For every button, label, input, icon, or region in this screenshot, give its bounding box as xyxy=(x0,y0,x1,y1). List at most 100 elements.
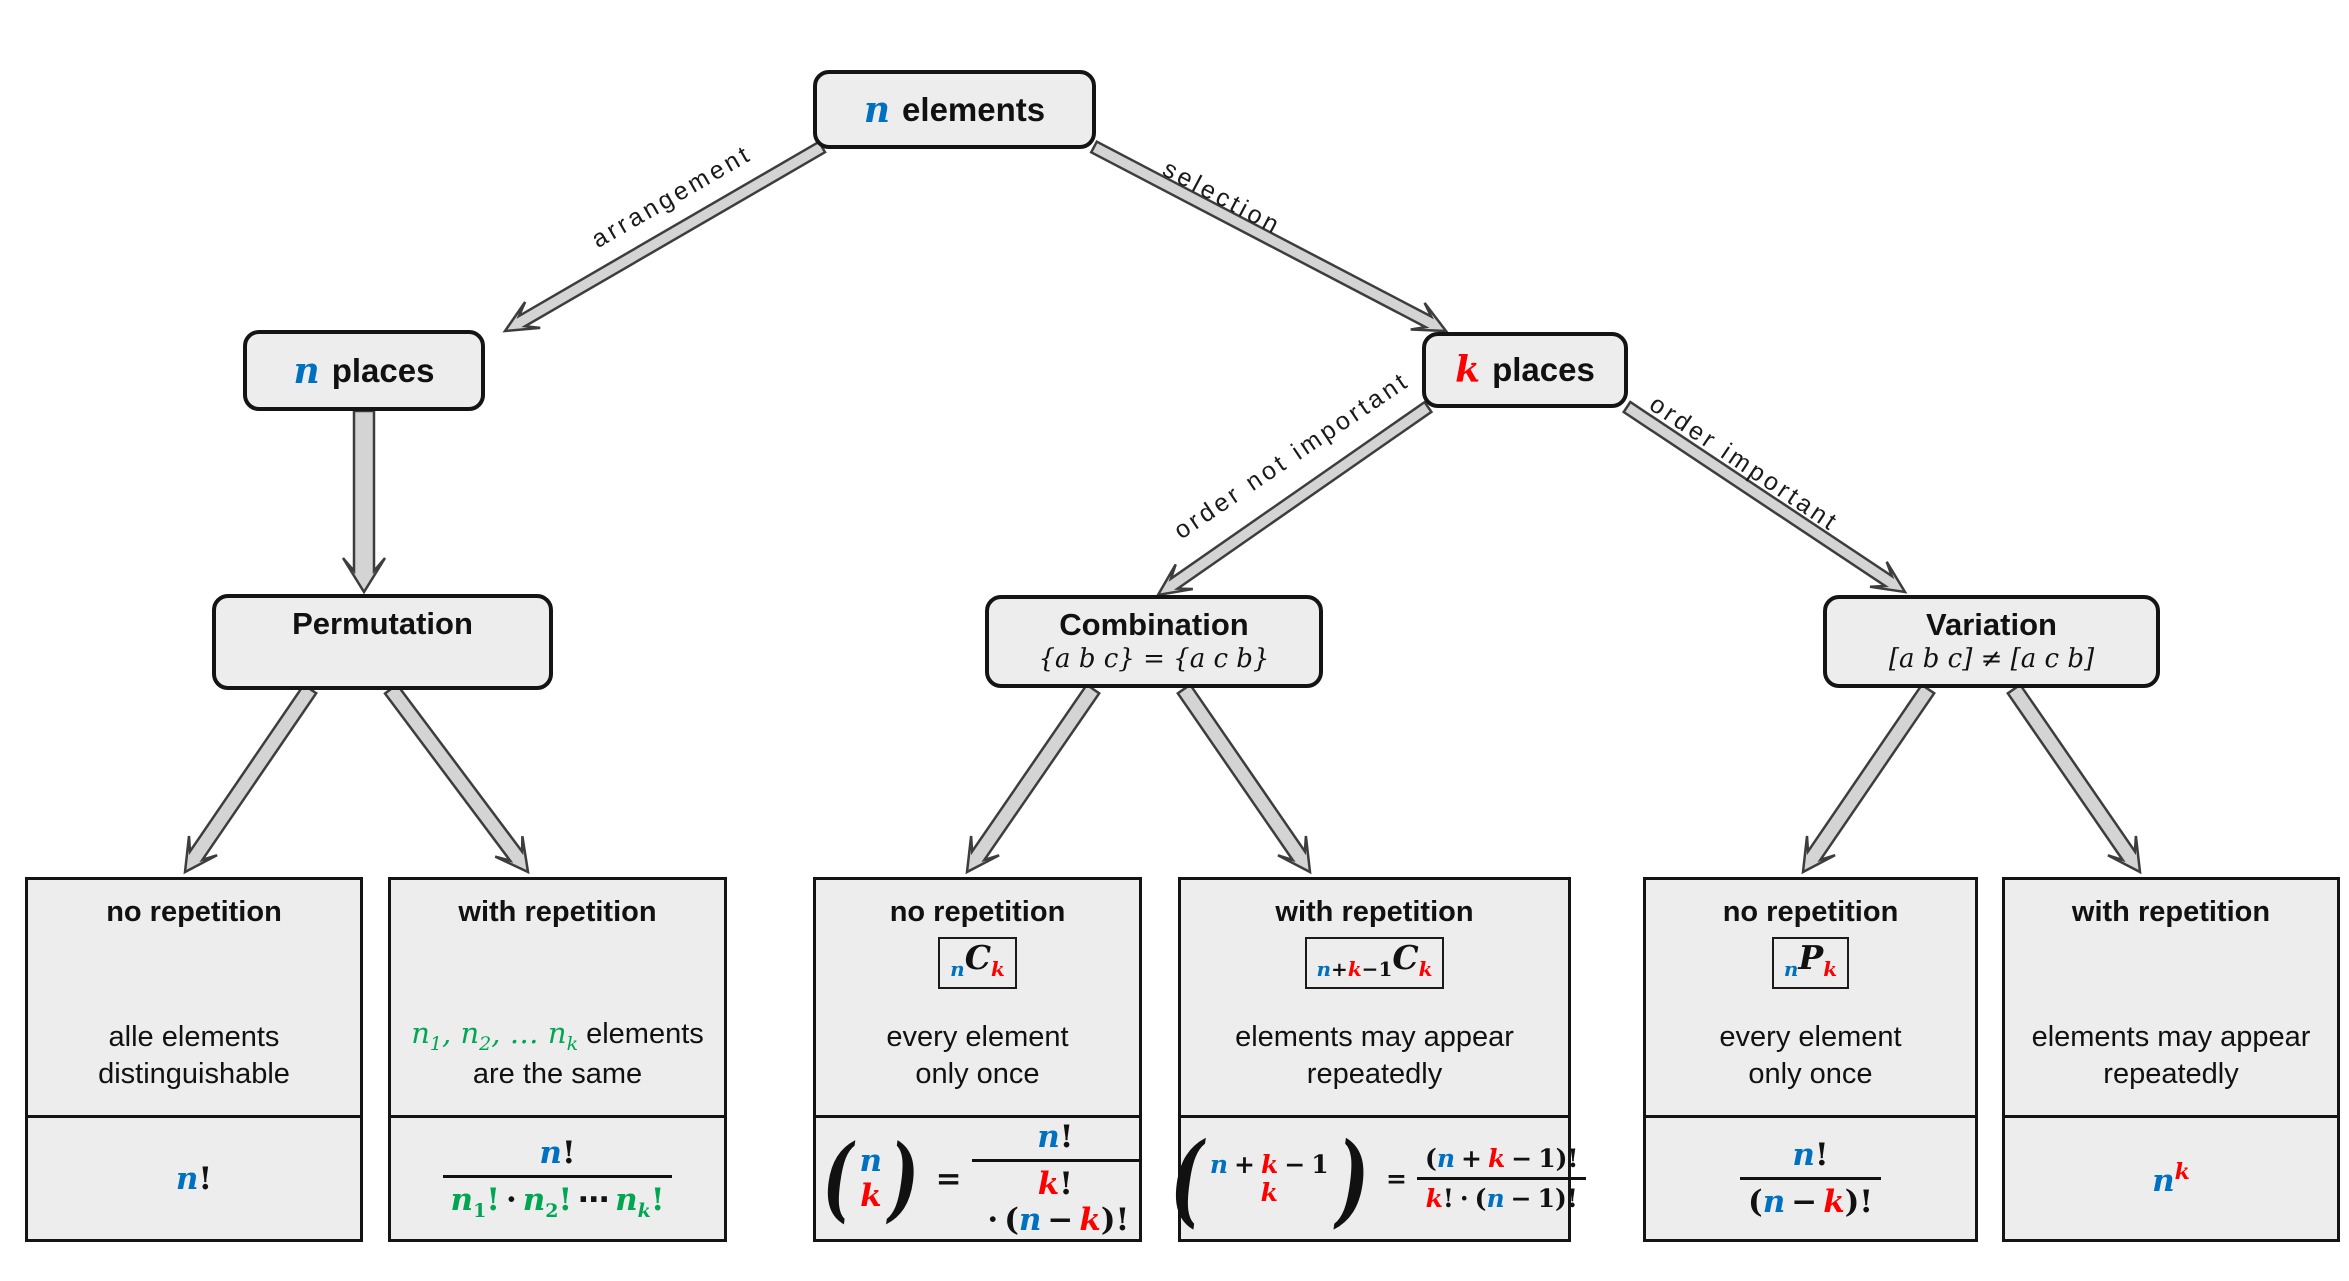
node-label: places xyxy=(1492,351,1595,388)
math-token: n xyxy=(411,1015,430,1050)
math-token: n! xyxy=(176,1161,212,1197)
math-token: ! xyxy=(558,1182,573,1218)
math-token: 1 xyxy=(429,1032,443,1055)
math-token: n xyxy=(1209,1150,1229,1179)
leaf-variation-no-repetition: no repetition nPk every element only onc… xyxy=(1643,877,1978,1242)
leaf-combination-with-repetition: with repetition n+k−1Ck elements may app… xyxy=(1170,877,1587,1242)
flow-arrow xyxy=(1621,400,1908,594)
math-token: only once xyxy=(915,1057,1040,1090)
math-token: C xyxy=(1392,938,1419,977)
leaf-header: no repetition xyxy=(1722,896,1899,928)
math-token: (n+k−1)! xyxy=(1416,1144,1587,1180)
leaf-header: with repetition xyxy=(458,896,657,928)
math-token: − xyxy=(1791,1184,1818,1220)
node-variation: Variation [a b c] ≠ [a c b] xyxy=(1823,595,2160,688)
math-token: , xyxy=(491,1015,501,1050)
math-token: n xyxy=(522,1182,546,1218)
leaf-variation-with-repetition: with repetition elements may appear repe… xyxy=(2002,877,2340,1242)
flow-arrow xyxy=(1089,140,1449,333)
leaf-formula: n! n1!·n2!⋯nk! xyxy=(391,1115,724,1239)
math-token: ( n+k−1 k ) = (n+k−1)! k!·(n−1)! xyxy=(1163,1129,1587,1229)
flow-arrow xyxy=(1155,400,1434,597)
math-token: 1 xyxy=(1537,1184,1556,1213)
leaf-header: no repetition xyxy=(889,896,1066,928)
math-token: 1 xyxy=(1378,957,1393,981)
math-token: k xyxy=(2174,1158,2190,1185)
math-token: ( xyxy=(1748,1184,1763,1220)
math-token: (n−k)! xyxy=(1740,1180,1881,1220)
math-token: · xyxy=(987,1202,999,1238)
math-n: n xyxy=(293,349,320,392)
math-token: ! xyxy=(1814,1137,1829,1173)
flow-arrow xyxy=(2006,682,2142,875)
flow-arrow xyxy=(1176,682,1312,875)
math-token: ⋯ xyxy=(578,1182,610,1218)
math-token: k xyxy=(1260,1177,1278,1207)
symbol-badge-n+k-1Ck: n+k−1Ck xyxy=(1304,937,1445,989)
math-token: k xyxy=(860,1177,882,1214)
math-token: ! xyxy=(561,1135,576,1171)
math-token: k!·(n−1)! xyxy=(1417,1180,1587,1213)
math-token: ( xyxy=(1474,1184,1487,1213)
math-token: n xyxy=(539,1135,562,1171)
leaf-permutation-no-repetition: no repetition alle elements distinguisha… xyxy=(25,877,363,1242)
math-token: ) xyxy=(888,1124,920,1233)
math-token: − xyxy=(1510,1184,1532,1213)
leaf-description: alle elements distinguishable xyxy=(98,1019,290,1093)
math-token: k xyxy=(1418,957,1433,981)
math-token: ) xyxy=(1555,1184,1567,1213)
math-token: are the same xyxy=(472,1057,643,1090)
node-n-places: n places xyxy=(243,330,485,411)
symbol-badge-nCk: nCk xyxy=(938,937,1017,989)
math-token: ! xyxy=(1059,1166,1073,1202)
math-token: no repetition nCk every element only onc… xyxy=(816,880,1139,1115)
math-token: n! n1!·n2!⋯nk! xyxy=(442,1135,673,1222)
math-token: repeatedly xyxy=(1306,1057,1443,1090)
math-token: k xyxy=(1037,1166,1060,1202)
leaf-formula: n! (n−k)! xyxy=(1646,1115,1975,1239)
flow-arrow xyxy=(341,409,387,595)
math-token: · xyxy=(1459,1184,1469,1213)
math-token: ! xyxy=(1567,1144,1579,1173)
node-title: Combination xyxy=(1059,607,1249,642)
math-token: with repetition n+k−1Ck elements may app… xyxy=(1181,880,1568,1115)
math-token: n+k−1 xyxy=(1210,1151,1329,1179)
math-token: ! xyxy=(486,1182,500,1218)
flow-arrow xyxy=(183,683,318,875)
math-token: − xyxy=(1284,1150,1306,1179)
math-token: = xyxy=(1386,1164,1407,1193)
math-token: ) xyxy=(1844,1184,1860,1220)
math-token: k xyxy=(1079,1202,1101,1238)
math-token: n xyxy=(460,1015,480,1050)
math-token: 1 xyxy=(1311,1150,1329,1179)
math-token: n xyxy=(1783,957,1799,981)
math-n: n xyxy=(863,88,891,131)
math-token: ! xyxy=(1859,1184,1873,1220)
math-token: n! k!·(n−k)! xyxy=(971,1119,1139,1238)
math-token: 2 xyxy=(479,1032,492,1055)
math-token: k xyxy=(1487,1144,1506,1173)
math-token: ) xyxy=(1100,1202,1116,1238)
math-token: n xyxy=(1316,957,1332,981)
math-token: alle elements xyxy=(108,1020,280,1053)
math-token: ! xyxy=(1115,1202,1130,1238)
node-title: Variation xyxy=(1926,607,2057,642)
math-token: no repetition alle elements distinguisha… xyxy=(28,880,360,1115)
math-token: n1! xyxy=(451,1182,500,1222)
math-token: k xyxy=(1347,957,1362,981)
node-subtitle: {a b c} = {a c b} xyxy=(1038,643,1270,674)
leaf-description: elements may appear repeatedly xyxy=(1235,1019,1514,1093)
leaf-header: no repetition xyxy=(106,896,282,928)
math-token: ( xyxy=(1004,1202,1019,1238)
math-token: n! xyxy=(971,1119,1139,1162)
leaf-description: every element only once xyxy=(1719,1019,1901,1093)
leaf-formula: ( n+k−1 k ) = (n+k−1)! k!·(n−1)! xyxy=(1170,1115,1587,1239)
flow-arrow xyxy=(1801,683,1936,875)
math-token: n1!·n2!⋯nk! xyxy=(443,1178,673,1222)
math-token: = xyxy=(935,1160,962,1197)
math-token: n! (n−k)! xyxy=(1740,1137,1881,1220)
